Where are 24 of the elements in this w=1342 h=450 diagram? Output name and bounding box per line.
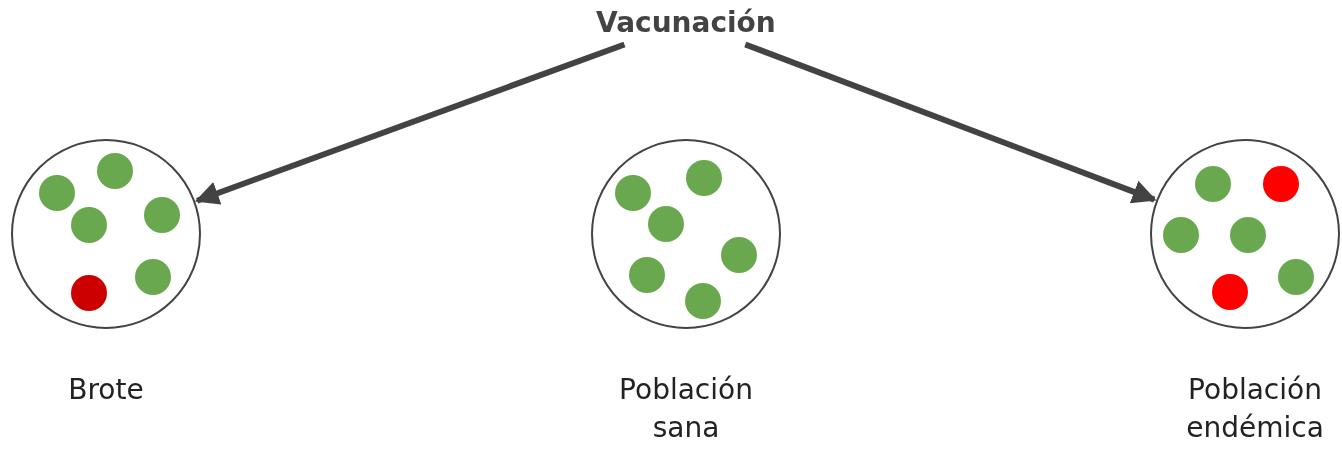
healthy-dot [144, 197, 180, 233]
healthy-dot [1278, 259, 1314, 295]
healthy-dot [39, 175, 75, 211]
infected-dot [1212, 274, 1248, 310]
healthy-dot [629, 257, 665, 293]
healthy-dot [615, 175, 651, 211]
healthy-dot [97, 153, 133, 189]
node-label: Brote [67, 372, 145, 408]
healthy-dot [648, 206, 684, 242]
healthy-dot [686, 160, 722, 196]
arrow [194, 41, 626, 205]
infected-dot [71, 275, 107, 311]
healthy-dot [721, 237, 757, 273]
infected-dot [1263, 166, 1299, 202]
healthy-dot [135, 259, 171, 295]
healthy-dot [1230, 217, 1266, 253]
arrow [744, 41, 1157, 204]
heading-text: Vacunación [596, 5, 776, 39]
healthy-dot [1163, 217, 1199, 253]
node-label: Población sana [618, 372, 754, 446]
healthy-dot [71, 207, 107, 243]
healthy-dot [685, 283, 721, 319]
healthy-dot [1195, 166, 1231, 202]
node-label: Población endémica [1185, 372, 1325, 446]
